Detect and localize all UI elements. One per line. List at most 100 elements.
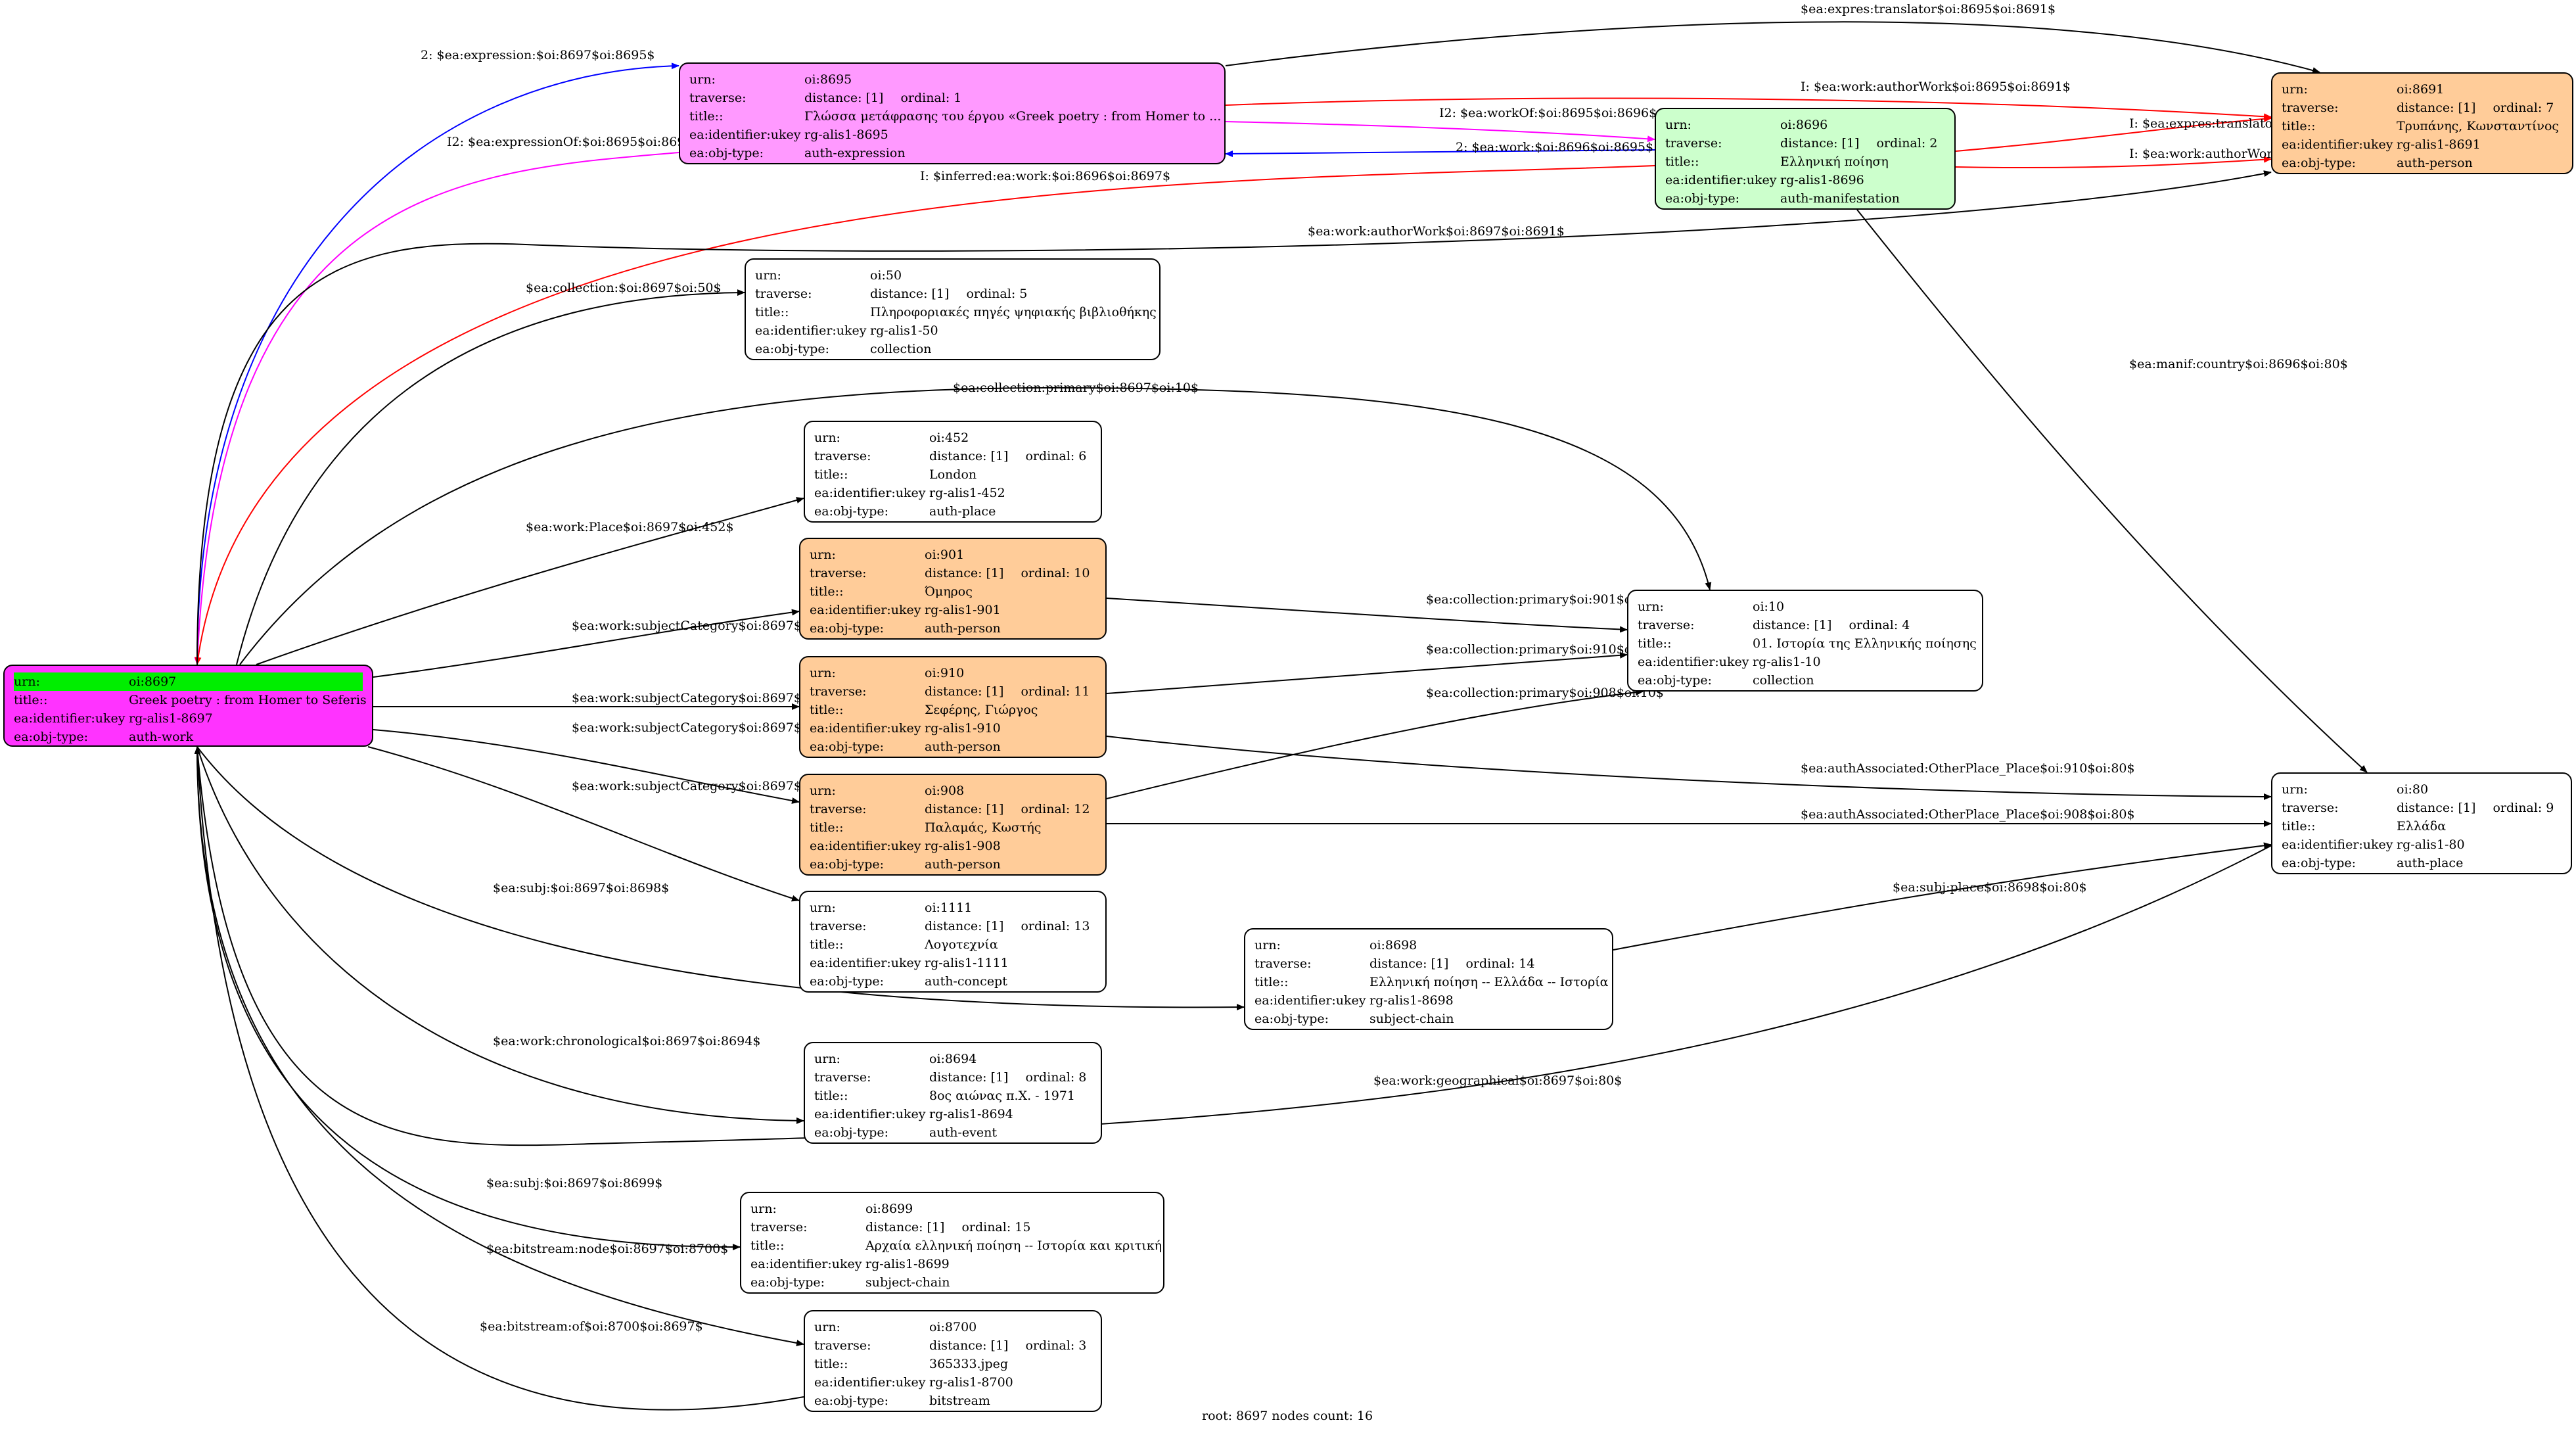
node-row: urn:oi:8699 bbox=[750, 1200, 1154, 1218]
node-row: title::Πληροφοριακές πηγές ψηφιακής βιβλ… bbox=[755, 303, 1157, 321]
node-field-value: rg-alis1-80 bbox=[2397, 837, 2465, 852]
node-row: title::Παλαμάς, Κωστής bbox=[810, 818, 1096, 837]
node-row: title::Λογοτεχνία bbox=[810, 935, 1096, 954]
node-field-value: oi:50 bbox=[870, 268, 902, 283]
node-field-value: Greek poetry : from Homer to Seferis bbox=[129, 693, 367, 707]
node-field-value: oi:8700 bbox=[929, 1320, 977, 1334]
node-row: traverse:distance: [1]ordinal: 4 bbox=[1638, 616, 1973, 634]
node-row: urn:oi:8696 bbox=[1665, 116, 1945, 134]
node-field-value: distance: [1] bbox=[1753, 618, 1832, 632]
node-field-value: distance: [1] bbox=[925, 802, 1004, 816]
node-field-value: rg-alis1-8700 bbox=[929, 1375, 1013, 1390]
node-field-key: urn: bbox=[689, 72, 716, 87]
node-row: urn:oi:1111 bbox=[810, 899, 1096, 917]
node-field-key: urn: bbox=[1638, 600, 1664, 614]
node-field-key: title:: bbox=[750, 1238, 785, 1253]
node-row: traverse:distance: [1]ordinal: 10 bbox=[810, 564, 1096, 582]
node-row: title::Ελληνική ποίηση bbox=[1665, 153, 1945, 171]
node-field-value: ordinal: 9 bbox=[2493, 801, 2554, 815]
node-field-value: distance: [1] bbox=[925, 684, 1004, 699]
node-field-key: ea:identifier:ukey bbox=[810, 956, 921, 970]
node-row: title::Τρυπάνης, Κωνσταντίνος bbox=[2282, 117, 2563, 135]
node-row: title::Αρχαία ελληνική ποίηση -- Ιστορία… bbox=[750, 1236, 1162, 1255]
node-field-value: ordinal: 3 bbox=[1025, 1338, 1087, 1353]
node-row: ea:obj-type:auth-manifestation bbox=[1665, 189, 1945, 208]
edge-n8697-n901 bbox=[373, 609, 800, 678]
node-field-value: ordinal: 10 bbox=[1021, 566, 1090, 580]
node-field-value: ordinal: 2 bbox=[1876, 136, 1938, 151]
node-field-key: ea:identifier:ukey bbox=[1638, 655, 1749, 669]
node-field-key: ea:obj-type: bbox=[810, 740, 885, 754]
node-row: urn:oi:8694 bbox=[814, 1050, 1092, 1068]
node-field-key: ea:obj-type: bbox=[2282, 156, 2357, 170]
node-field-key: title:: bbox=[14, 693, 48, 707]
node-field-key: title:: bbox=[1638, 636, 1672, 651]
node-row: title::Ελληνική ποίηση -- Ελλάδα -- Ιστο… bbox=[1254, 973, 1609, 991]
node-field-value: rg-alis1-908 bbox=[925, 839, 1001, 853]
node-row: urn: oi:910 bbox=[810, 664, 1096, 682]
node-field-key: ea:identifier:ukey bbox=[750, 1257, 862, 1271]
node-row: traverse:distance: [1]ordinal: 8 bbox=[814, 1068, 1092, 1087]
node-field-value: oi:910 bbox=[925, 666, 965, 680]
node-field-key: ea:identifier:ukey bbox=[810, 603, 921, 617]
node-row: title::Όμηρος bbox=[810, 582, 1096, 601]
node-field-value: Ελληνική ποίηση bbox=[1780, 154, 1889, 169]
edge-n8697-n10 bbox=[239, 387, 1712, 665]
node-field-value: oi:80 bbox=[2397, 782, 2429, 797]
node-field-key: ea:obj-type: bbox=[689, 146, 764, 160]
node-field-value: auth-manifestation bbox=[1780, 191, 1900, 206]
node-field-value: oi:8698 bbox=[1369, 938, 1417, 953]
node-field-value: Λογοτεχνία bbox=[925, 937, 998, 952]
edge-label: $ea:collection:primary$oi:901$oi:10$ bbox=[1426, 592, 1664, 607]
node-field-value: distance: [1] bbox=[929, 449, 1009, 463]
node-field-value: auth-place bbox=[929, 504, 996, 519]
node-field-value: oi:901 bbox=[925, 548, 965, 562]
node-field-key: ea:obj-type: bbox=[750, 1275, 825, 1290]
edge-label: $ea:collection:primary$oi:908$oi:10$ bbox=[1426, 686, 1664, 700]
edge-n901-n10 bbox=[1106, 598, 1628, 633]
node-field-key: title:: bbox=[1665, 154, 1699, 169]
node-row: urn:oi:901 bbox=[810, 546, 1096, 564]
node-field-value: distance: [1] bbox=[925, 566, 1004, 580]
node-field-value: collection bbox=[1753, 673, 1814, 688]
node-row: ea:obj-type:auth-expression bbox=[689, 144, 1215, 162]
node-field-value: distance: [1] bbox=[929, 1070, 1009, 1085]
node-row: ea:obj-type:bitstream bbox=[814, 1392, 1092, 1410]
node-field-key: traverse: bbox=[2282, 101, 2339, 115]
node-field-key: title:: bbox=[814, 467, 848, 482]
edge-n8696-n8697 bbox=[195, 165, 1655, 665]
node-field-value: distance: [1] bbox=[1369, 956, 1449, 971]
node-row: ea:obj-type:collection bbox=[755, 340, 1150, 358]
node-field-key: urn: bbox=[814, 431, 840, 445]
node-field-value: distance: [1] bbox=[870, 287, 950, 301]
node-field-key: ea:obj-type: bbox=[810, 974, 885, 989]
node-field-key: urn: bbox=[810, 666, 836, 680]
node-field-value: Πληροφοριακές πηγές ψηφιακής βιβλιοθήκης bbox=[870, 305, 1157, 319]
edge-n8695-n8691 bbox=[1225, 21, 2320, 74]
